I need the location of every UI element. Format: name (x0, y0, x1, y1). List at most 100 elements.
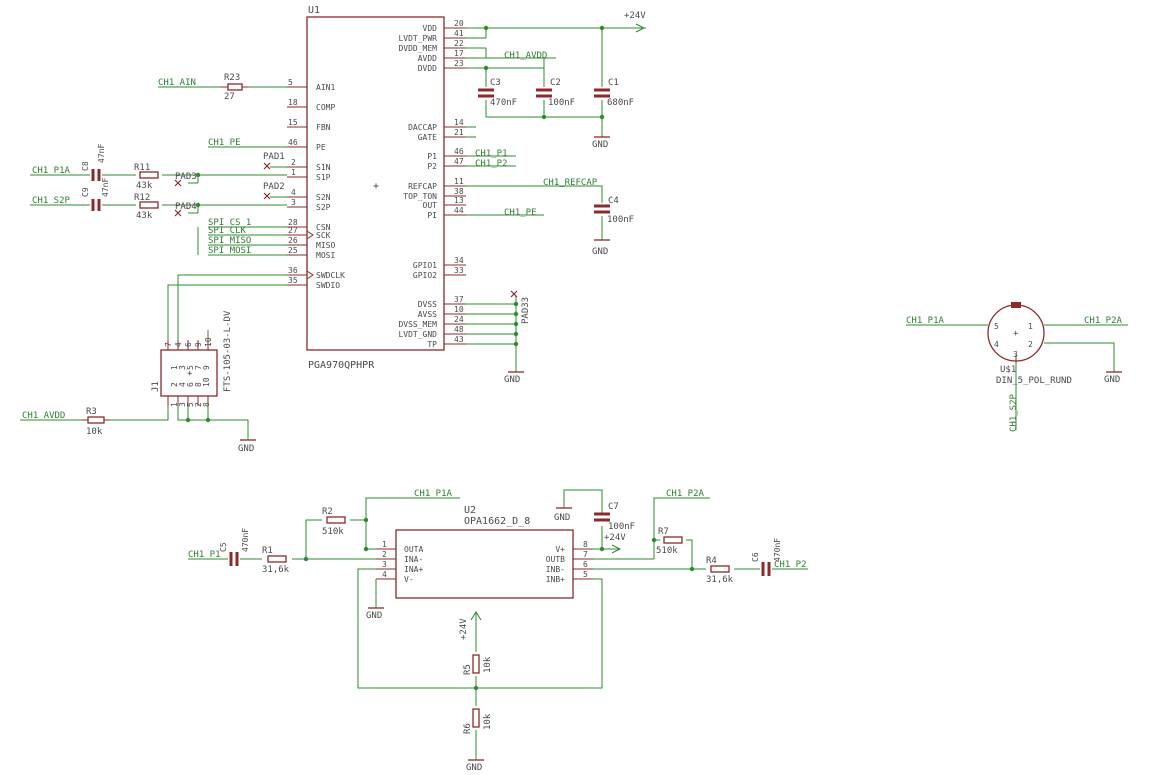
capacitor-c7[interactable]: C7 100nF (594, 502, 635, 532)
net-label-ch1-avdd: CH1_AVDD (22, 411, 65, 421)
pad3[interactable]: PAD3 (174, 172, 197, 187)
u1-pin-num: 38 (454, 187, 464, 196)
j1-pin: 2 (194, 402, 203, 407)
j1-pin: 5 (186, 365, 195, 370)
gnd-symbol: GND (592, 239, 610, 257)
gnd-symbol: GND (592, 136, 610, 150)
din-ref: U$1 (1000, 365, 1016, 375)
u1-pin-name: GPIO1 (413, 261, 437, 270)
u1-pin-num: 21 (454, 128, 464, 137)
r3-value: 10k (86, 427, 103, 437)
net-label-spi-clk: SPI_CLK (208, 226, 247, 236)
u1-symbol[interactable]: U1 PGA970QPHPR + (287, 5, 466, 371)
capacitor-c4[interactable]: C4 100nF (594, 196, 634, 225)
pad33[interactable]: PAD33 (510, 290, 531, 324)
net-label-ch1-avdd-2: CH1_AVDD (504, 51, 547, 61)
r23-value: 27 (224, 92, 235, 102)
r2-value: 510k (322, 527, 344, 537)
u1-pin-num: 5 (288, 78, 293, 87)
u1-pin-num: 36 (288, 266, 298, 275)
resistor-r11[interactable]: R11 43k (134, 163, 159, 191)
u1-pin-num: 48 (454, 325, 464, 334)
u2-symbol[interactable]: U2 OPA1662_D_8 1 OUTA 2 INA- 3 INA+ 4 V-… (376, 505, 593, 599)
u1-pin-num: 18 (288, 98, 298, 107)
gnd-label: GND (592, 247, 608, 257)
c2-ref: C2 (550, 78, 561, 88)
u2-wiring (188, 489, 808, 760)
net-label-ch1-pe: CH1_PE (208, 138, 241, 148)
gnd-label: GND (592, 140, 608, 150)
power-24v-label: +24V (624, 11, 646, 21)
u1-pin-num: 10 (454, 305, 464, 314)
resistor-r5[interactable]: R5 10k (463, 654, 493, 675)
gnd-label: GND (1104, 375, 1120, 385)
r1-ref: R1 (262, 546, 273, 556)
u1-pin-name: DVDD (418, 64, 437, 73)
u1-pin-num: 28 (288, 218, 298, 227)
j1-pin: 1 (170, 365, 179, 370)
capacitor-c3[interactable]: C3 470nF (478, 78, 517, 108)
u1-pin-num: 25 (288, 246, 298, 255)
gnd-label: GND (366, 611, 382, 621)
u1-pin-name: AVDD (418, 54, 437, 63)
u2-pin-num: 1 (382, 540, 387, 549)
r5-value: 10k (483, 656, 493, 673)
j1-origin: + (187, 369, 193, 379)
u1-pin-num: 26 (288, 236, 298, 245)
u1-pin-name: AVSS (418, 310, 437, 319)
c1-ref: C1 (608, 78, 619, 88)
u1-pin-name: PI (427, 211, 437, 220)
c9-ref: C9 (81, 187, 90, 197)
j1-pin: 4 (174, 342, 183, 347)
resistor-r4[interactable]: R4 31,6k (706, 556, 734, 585)
j1-pin: 3 (178, 402, 187, 407)
capacitor-c8[interactable]: C8 47nF (81, 144, 106, 181)
u1-pin-num: 15 (288, 118, 298, 127)
u1-pin-num: 44 (454, 206, 464, 215)
c8-value: 47nF (97, 144, 106, 163)
connector-j1[interactable]: 7 4 6 9 10 1 3 5 7 9 2 4 6 8 10 1 3 5 2 … (151, 310, 233, 407)
u1-pin-name: DVSS (418, 300, 437, 309)
gnd-symbol: GND (1104, 371, 1122, 385)
u1-pin-num: 3 (291, 198, 296, 207)
net-label-ch1-s2p-din: CH1_S2P (1009, 393, 1019, 432)
u2-pin-name: INA- (404, 555, 423, 564)
capacitor-c1[interactable]: C1 680nF (594, 78, 634, 108)
u1-pin-num: 41 (454, 29, 464, 38)
c3-ref: C3 (490, 78, 501, 88)
resistor-r3[interactable]: R3 10k (82, 407, 110, 437)
din-pin: 2 (1028, 340, 1033, 349)
din-connector[interactable]: 5 1 4 2 3 + U$1 DIN_5_POL_RUND (987, 302, 1072, 386)
pad1-label: PAD1 (263, 152, 285, 162)
pad1[interactable]: PAD1 (263, 152, 287, 170)
u1-pin-name: GPIO2 (413, 271, 437, 280)
u1-pin-num: 27 (288, 226, 298, 235)
resistor-r6[interactable]: R6 10k (463, 708, 493, 734)
resistor-r12[interactable]: R12 43k (134, 193, 159, 221)
gnd-symbol: GND (466, 759, 484, 773)
j1-pin: 9 (202, 365, 211, 370)
r11-value: 43k (136, 181, 153, 191)
capacitor-c2[interactable]: C2 100nF (536, 78, 575, 108)
capacitor-c5[interactable]: C5 470nF (219, 528, 250, 566)
u1-pin-name: LVDT_PWR (398, 34, 437, 43)
capacitor-c6[interactable]: C6 470nF (751, 538, 782, 576)
u1-pin-name: P2 (427, 162, 437, 171)
u1-pin-name: S1N (316, 163, 331, 172)
resistor-r1[interactable]: R1 31,6k (262, 546, 290, 575)
u1-pin-name: P1 (427, 152, 437, 161)
resistor-r7[interactable]: R7 510k (656, 527, 683, 556)
c4-ref: C4 (608, 196, 619, 206)
u1-pin-num: 46 (288, 138, 298, 147)
resistor-r2[interactable]: R2 510k (322, 507, 346, 537)
capacitor-c9[interactable]: C9 47nF (81, 178, 110, 211)
r4-ref: R4 (706, 556, 717, 566)
c7-ref: C7 (608, 502, 619, 512)
c6-ref: C6 (751, 552, 760, 562)
pad2[interactable]: PAD2 (263, 182, 287, 200)
resistor-r23[interactable]: R23 27 (220, 73, 248, 102)
net-label-ch1-p1a-din: CH1_P1A (906, 316, 945, 326)
u1-pin-num: 43 (454, 335, 464, 344)
pad4[interactable]: PAD4 (174, 202, 197, 217)
u2-ref: U2 (464, 505, 476, 516)
